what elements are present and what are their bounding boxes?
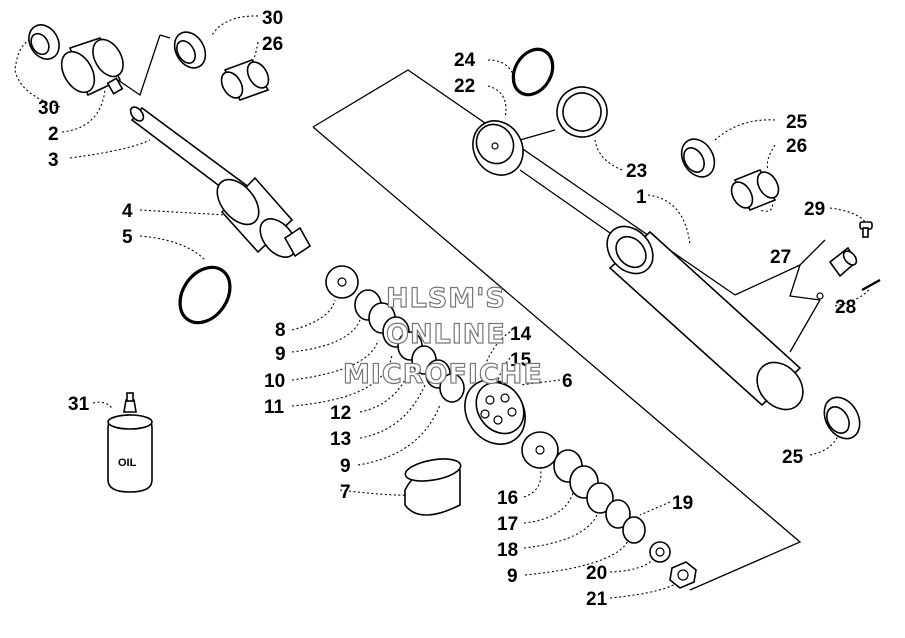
callout-31: 31 (68, 394, 90, 415)
valve-core-28 (861, 278, 881, 292)
callout-21: 21 (586, 589, 608, 610)
shim-stack-lower (521, 431, 671, 563)
callout-16: 16 (497, 488, 518, 509)
callout-30-left: 30 (38, 98, 59, 119)
callout-25-top: 25 (786, 112, 808, 133)
o-ring-5 (178, 265, 232, 325)
callout-14: 14 (510, 324, 532, 345)
callout-3: 3 (48, 150, 59, 171)
shim-stack-upper (354, 289, 465, 403)
callout-9-c: 9 (507, 566, 518, 587)
seal-30-left (28, 24, 60, 60)
watermark-line-2: ONLINE (386, 319, 506, 350)
callout-27: 27 (770, 247, 791, 268)
callout-11: 11 (264, 397, 285, 418)
callout-23: 23 (626, 161, 647, 182)
oil-bottle-label: OIL (118, 457, 137, 469)
rod-guide-4 (216, 176, 312, 258)
shock-body-1 (606, 225, 804, 411)
seal-30-top (173, 31, 207, 69)
bushing-26-top (220, 59, 270, 101)
callout-2: 2 (48, 124, 59, 145)
callout-9-a: 9 (275, 344, 286, 365)
callout-1: 1 (636, 187, 647, 208)
callout-4: 4 (122, 201, 133, 222)
callout-26-right: 26 (786, 136, 807, 157)
callout-8: 8 (275, 320, 286, 341)
callout-24: 24 (454, 50, 476, 71)
callout-18: 18 (497, 540, 518, 561)
nut-21 (669, 561, 697, 589)
callout-22: 22 (454, 76, 475, 97)
callout-28: 28 (835, 297, 856, 318)
callout-labels: 30 26 30 2 3 4 5 24 22 23 1 25 26 29 27 … (38, 8, 856, 610)
piston-rod-3 (129, 106, 252, 202)
piston-band-7 (404, 458, 462, 516)
washer-8 (325, 265, 359, 299)
bushing-26-right (730, 168, 780, 212)
eyelet-2 (60, 37, 124, 97)
callout-29: 29 (804, 199, 825, 220)
callout-9-b: 9 (340, 456, 351, 477)
callout-7: 7 (340, 482, 351, 503)
piston-6 (464, 379, 526, 445)
watermark-line-3: MICROFICHE (343, 359, 543, 390)
seal-25-top (680, 138, 716, 178)
oil-bottle-31: OIL (107, 392, 153, 493)
callout-15: 15 (510, 350, 532, 371)
callout-12: 12 (330, 403, 351, 424)
callout-17: 17 (497, 514, 518, 535)
screw-29 (859, 221, 873, 238)
valve-27 (816, 246, 858, 300)
callout-10: 10 (264, 371, 285, 392)
watermark-line-1: HLSM'S (386, 283, 506, 314)
callout-5: 5 (122, 227, 133, 248)
watermark: HLSM'S ONLINE MICROFICHE (342, 282, 543, 390)
callout-20: 20 (586, 563, 607, 584)
callout-25-bottom: 25 (782, 447, 804, 468)
callout-13: 13 (330, 429, 351, 450)
callout-26-top: 26 (262, 34, 283, 55)
seal-25-bottom (823, 396, 861, 440)
callout-6: 6 (562, 371, 573, 392)
callout-19: 19 (672, 493, 693, 514)
reservoir-cap-22 (472, 120, 524, 176)
seal-ring-23 (556, 86, 608, 138)
callout-30-top: 30 (262, 8, 283, 29)
o-ring-24 (511, 47, 555, 97)
